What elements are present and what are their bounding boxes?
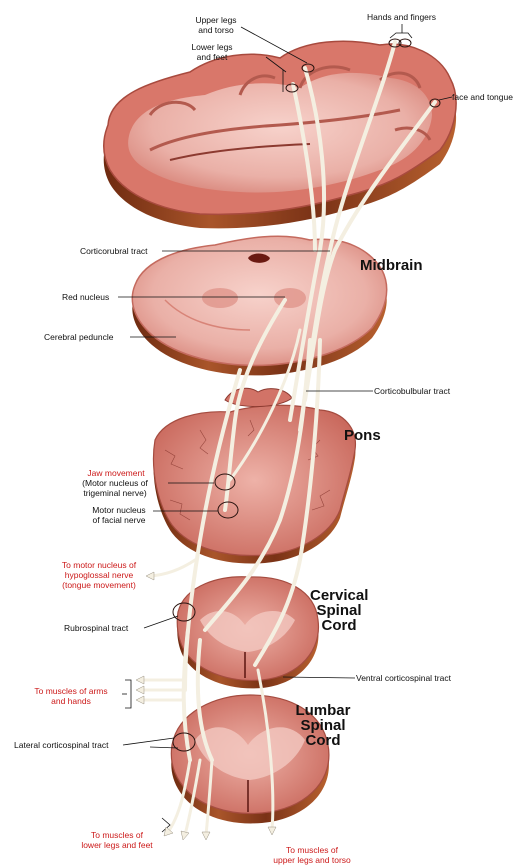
ventral-corticospinal-tract-label: Ventral corticospinal tract <box>356 673 451 683</box>
cerebral-peduncle-label: Cerebral peduncle <box>44 332 113 342</box>
hands-fingers-label: Hands and fingers <box>367 12 436 22</box>
midbrain-slice <box>132 236 386 375</box>
pons-slice <box>154 388 356 563</box>
corticorubral-tract-label: Corticorubral tract <box>80 246 148 256</box>
jaw-movement-label: Jaw movement <box>64 468 168 478</box>
lateral-corticospinal-tract-label: Lateral corticospinal tract <box>14 740 109 750</box>
face-tongue-label: face and tongue <box>452 92 513 102</box>
pons-title: Pons <box>344 428 381 443</box>
rubrospinal-tract-label: Rubrospinal tract <box>64 623 128 633</box>
red-nucleus-label: Red nucleus <box>62 292 109 302</box>
corticobulbular-tract-label: Corticobulbular tract <box>374 386 450 396</box>
midbrain-title: Midbrain <box>360 258 423 273</box>
cerebral-cortex-slice <box>104 41 456 228</box>
